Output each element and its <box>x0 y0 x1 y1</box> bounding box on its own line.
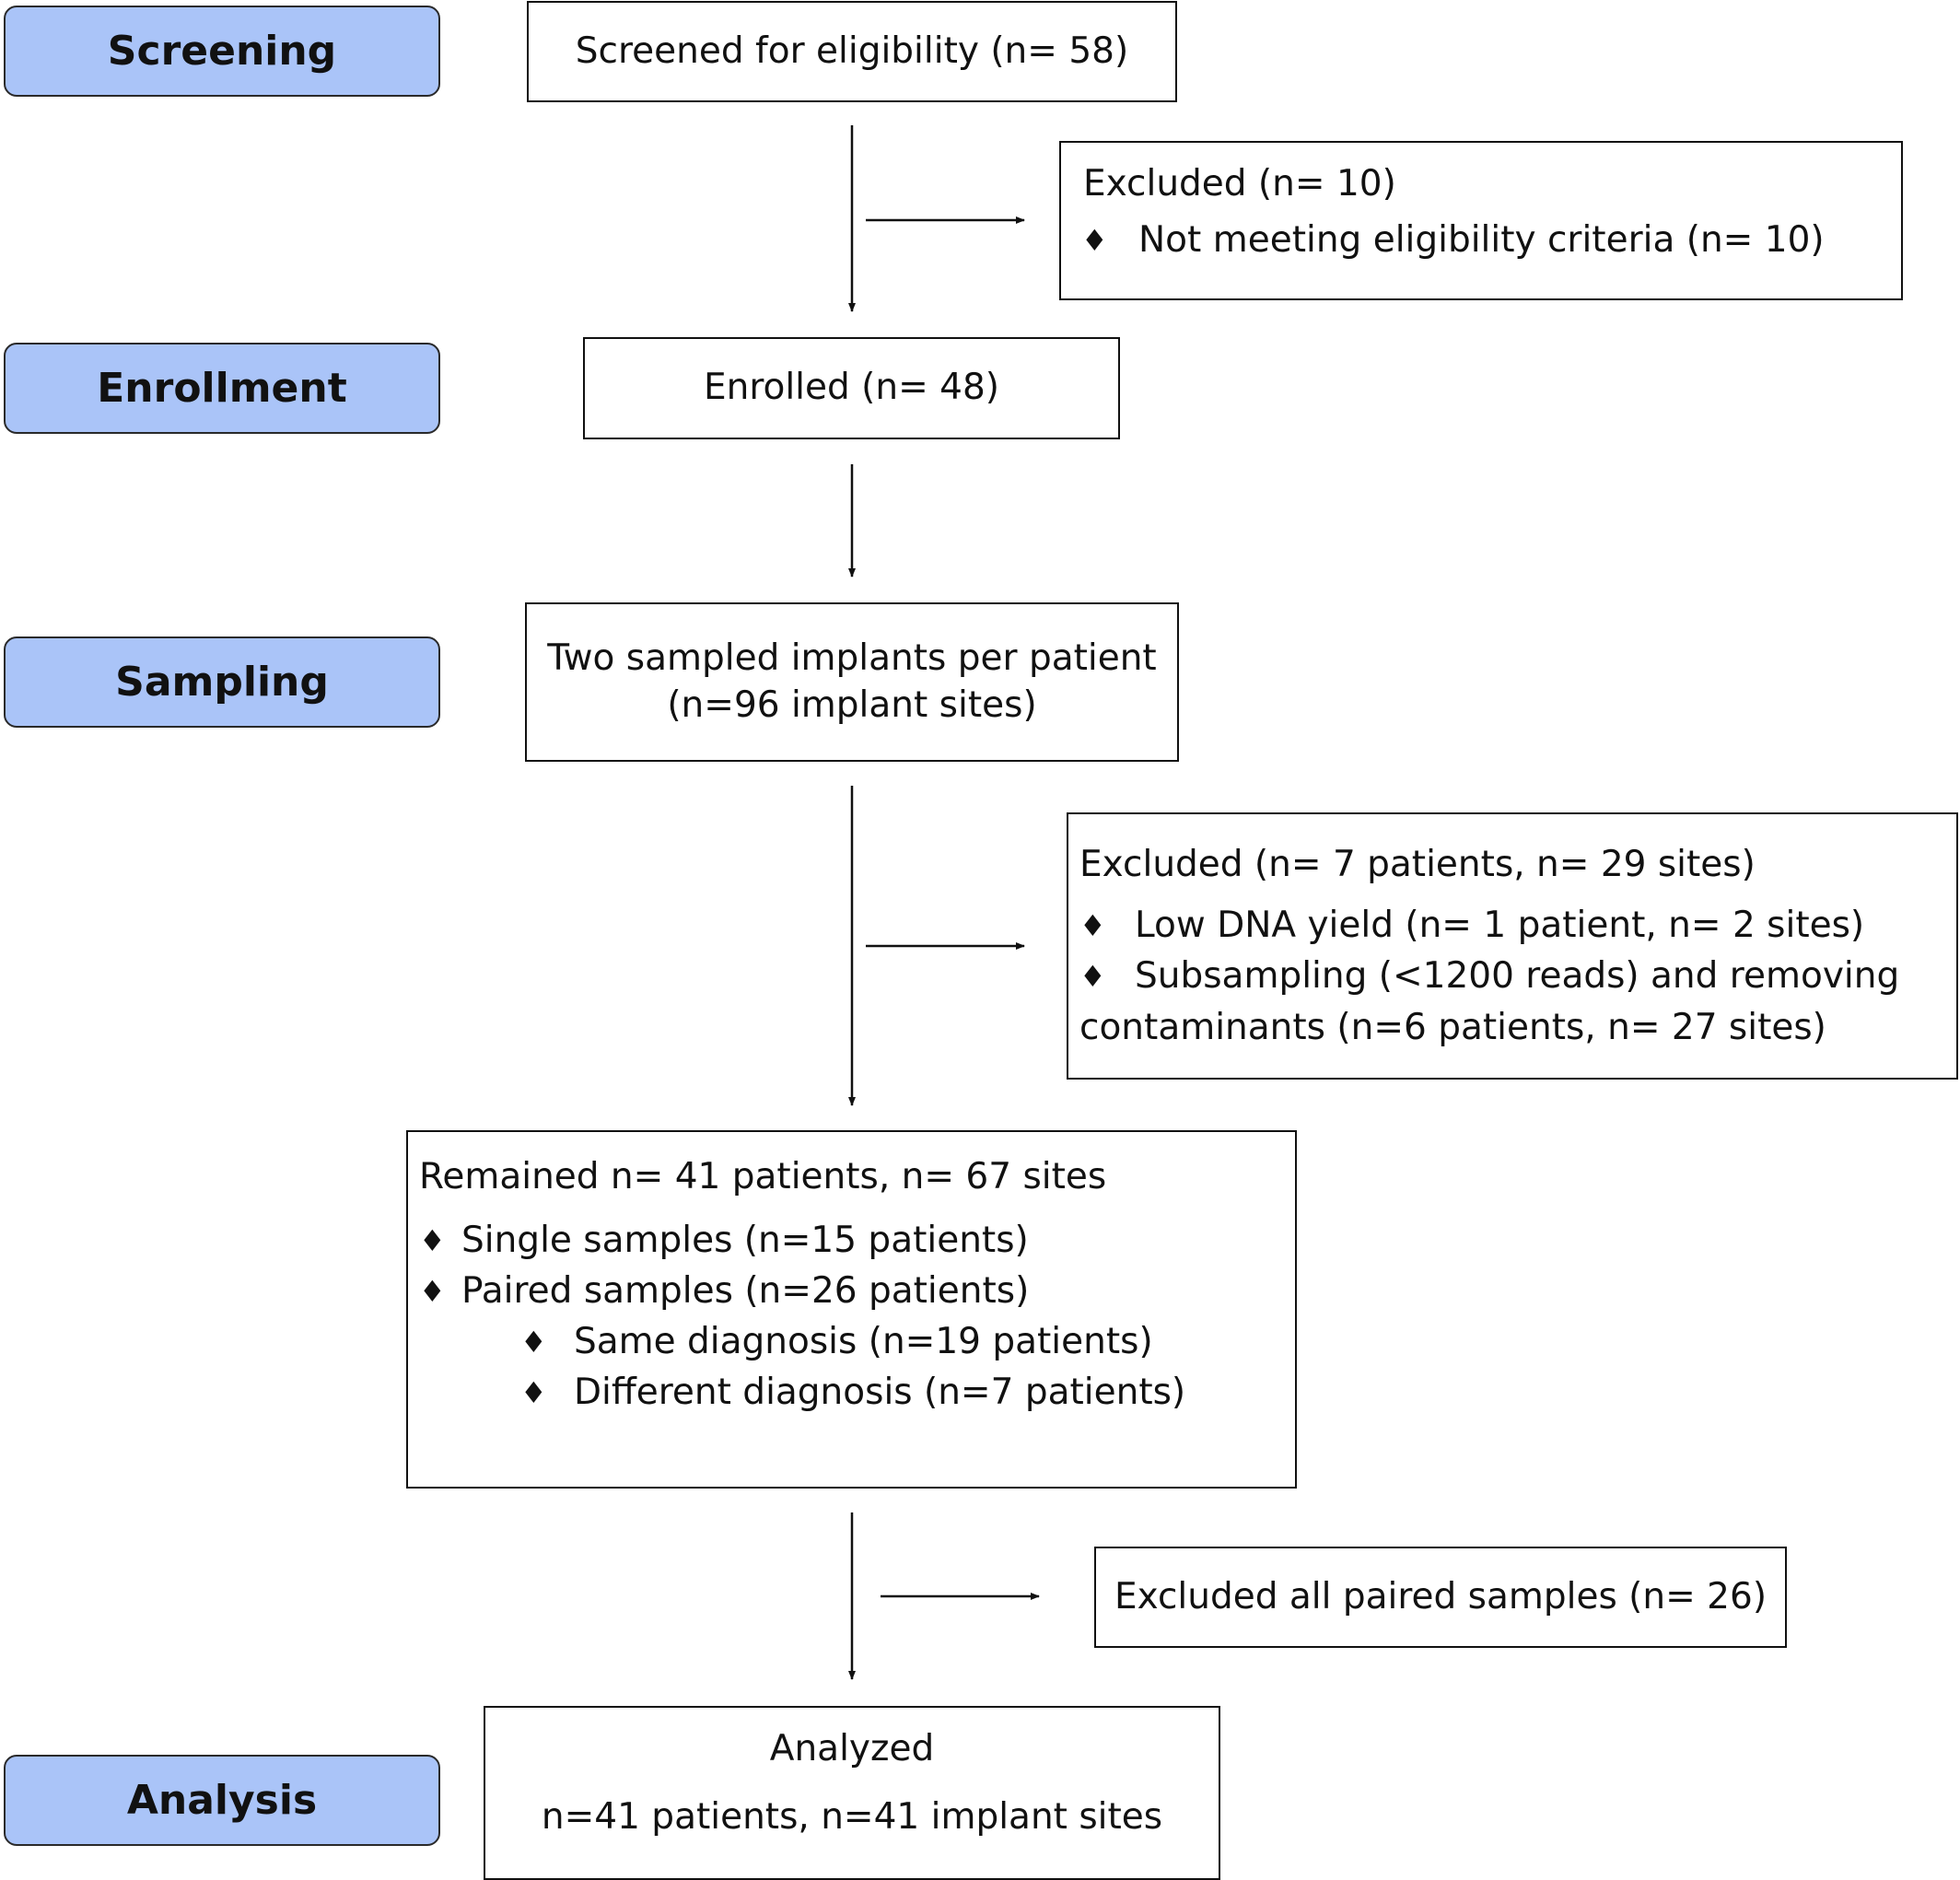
bullet-icon: ♦ <box>1079 908 1106 943</box>
bullet-icon: ♦ <box>520 1325 547 1360</box>
excluded-2-continuation: contaminants (n=6 patients, n= 27 sites) <box>1079 1007 1826 1048</box>
remained-item-1: Single samples (n=15 patients) <box>461 1220 1029 1261</box>
excluded-1-title: Excluded (n= 10) <box>1083 163 1396 204</box>
sampled-box: Two sampled implants per patient (n=96 i… <box>525 602 1179 762</box>
enrolled-box: Enrolled (n= 48) <box>583 337 1120 439</box>
excluded-box-2: Excluded (n= 7 patients, n= 29 sites) ♦ … <box>1067 812 1958 1080</box>
excluded-2-item-1: Low DNA yield (n= 1 patient, n= 2 sites) <box>1135 905 1865 946</box>
bullet-icon: ♦ <box>419 1223 446 1258</box>
stage-label-screening: Screening <box>4 6 440 97</box>
stage-label-analysis: Analysis <box>4 1755 440 1846</box>
analyzed-line-2: n=41 patients, n=41 implant sites <box>541 1796 1163 1838</box>
remained-subitem-2: Different diagnosis (n=7 patients) <box>574 1372 1186 1413</box>
excluded-box-1: Excluded (n= 10) ♦ Not meeting eligibili… <box>1059 141 1903 300</box>
sampled-line-1: Two sampled implants per patient <box>547 636 1157 679</box>
sampled-line-2: (n=96 implant sites) <box>667 683 1037 726</box>
bullet-icon: ♦ <box>1081 223 1108 258</box>
remained-title: Remained n= 41 patients, n= 67 sites <box>419 1156 1107 1197</box>
remained-box: Remained n= 41 patients, n= 67 sites ♦ S… <box>406 1130 1297 1489</box>
bullet-icon: ♦ <box>1079 959 1106 994</box>
excluded-box-3: Excluded all paired samples (n= 26) <box>1094 1547 1787 1648</box>
enrolled-text: Enrolled (n= 48) <box>703 367 1000 409</box>
screened-box: Screened for eligibility (n= 58) <box>527 1 1177 102</box>
excluded-3-text: Excluded all paired samples (n= 26) <box>1114 1575 1768 1617</box>
screened-text: Screened for eligibility (n= 58) <box>575 29 1129 72</box>
analyzed-box: Analyzed n=41 patients, n=41 implant sit… <box>484 1706 1220 1880</box>
stage-label-enrollment: Enrollment <box>4 343 440 434</box>
remained-item-2: Paired samples (n=26 patients) <box>461 1270 1030 1312</box>
stage-label-sampling: Sampling <box>4 636 440 728</box>
excluded-2-title: Excluded (n= 7 patients, n= 29 sites) <box>1079 844 1756 885</box>
remained-subitem-1: Same diagnosis (n=19 patients) <box>574 1321 1153 1362</box>
bullet-icon: ♦ <box>520 1375 547 1410</box>
excluded-2-item-2: Subsampling (<1200 reads) and removing <box>1135 955 1900 997</box>
bullet-icon: ♦ <box>419 1274 446 1309</box>
analyzed-line-1: Analyzed <box>769 1728 935 1769</box>
excluded-1-item: Not meeting eligibility criteria (n= 10) <box>1138 219 1825 261</box>
